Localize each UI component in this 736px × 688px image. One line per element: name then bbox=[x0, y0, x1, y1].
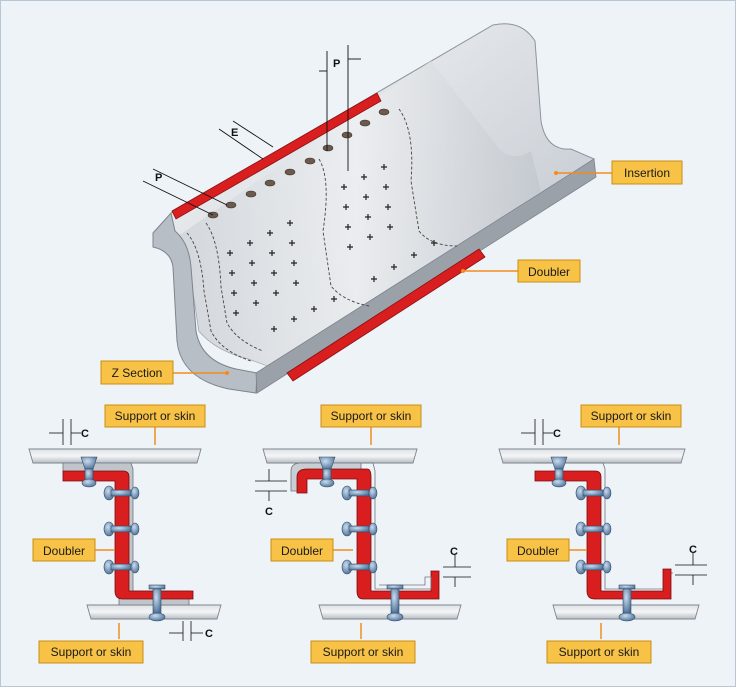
pitch-label-top: P bbox=[333, 58, 340, 70]
cross-section-1: C C bbox=[28, 417, 222, 641]
top-doubler-strip bbox=[171, 92, 382, 220]
clearance-marks-3 bbox=[521, 419, 707, 585]
clearance-label-3a: C bbox=[553, 428, 561, 440]
bottom-doubler-strip bbox=[286, 248, 486, 382]
support-label-2-top: Support or skin bbox=[331, 409, 412, 423]
leader-lines bbox=[173, 172, 613, 374]
doubler-callout-top bbox=[517, 259, 581, 283]
cross-section-2: C C bbox=[255, 417, 471, 639]
support-label-2-bottom: Support or skin bbox=[323, 645, 404, 659]
clearance-label-3b: C bbox=[689, 544, 697, 556]
z-section-label: Z Section bbox=[112, 366, 163, 380]
z-section-3d-view: P E P Insertion Doubler Z Section bbox=[100, 23, 683, 394]
cross-section-3: C C bbox=[498, 417, 707, 639]
rivet-marks bbox=[227, 164, 437, 332]
support-label-1-top: Support or skin bbox=[115, 409, 196, 423]
support-label-3-top: Support or skin bbox=[591, 409, 672, 423]
section-callouts: Support or skin Doubler Support or skin … bbox=[32, 404, 682, 664]
clearance-label-1a: C bbox=[81, 428, 89, 440]
doubler-label-1: Doubler bbox=[43, 544, 85, 558]
z-section-callout bbox=[100, 360, 174, 385]
clearance-marks-1 bbox=[49, 419, 203, 641]
rivet-holes bbox=[207, 108, 390, 219]
pitch-label-left: P bbox=[155, 172, 162, 184]
clearance-marks-2 bbox=[255, 469, 471, 587]
clearance-label-2b: C bbox=[450, 546, 458, 558]
doubler-label-2: Doubler bbox=[281, 544, 323, 558]
clearance-label-2a: C bbox=[265, 506, 273, 518]
support-label-1-bottom: Support or skin bbox=[51, 645, 132, 659]
insertion-callout bbox=[611, 160, 683, 185]
doubler-label-3: Doubler bbox=[517, 544, 559, 558]
insertion-label: Insertion bbox=[624, 166, 670, 180]
clearance-label-1b: C bbox=[205, 628, 213, 640]
dimension-lines bbox=[142, 45, 361, 216]
support-label-3-bottom: Support or skin bbox=[559, 645, 640, 659]
doubler-label-top: Doubler bbox=[528, 265, 570, 279]
edge-label: E bbox=[231, 127, 238, 139]
